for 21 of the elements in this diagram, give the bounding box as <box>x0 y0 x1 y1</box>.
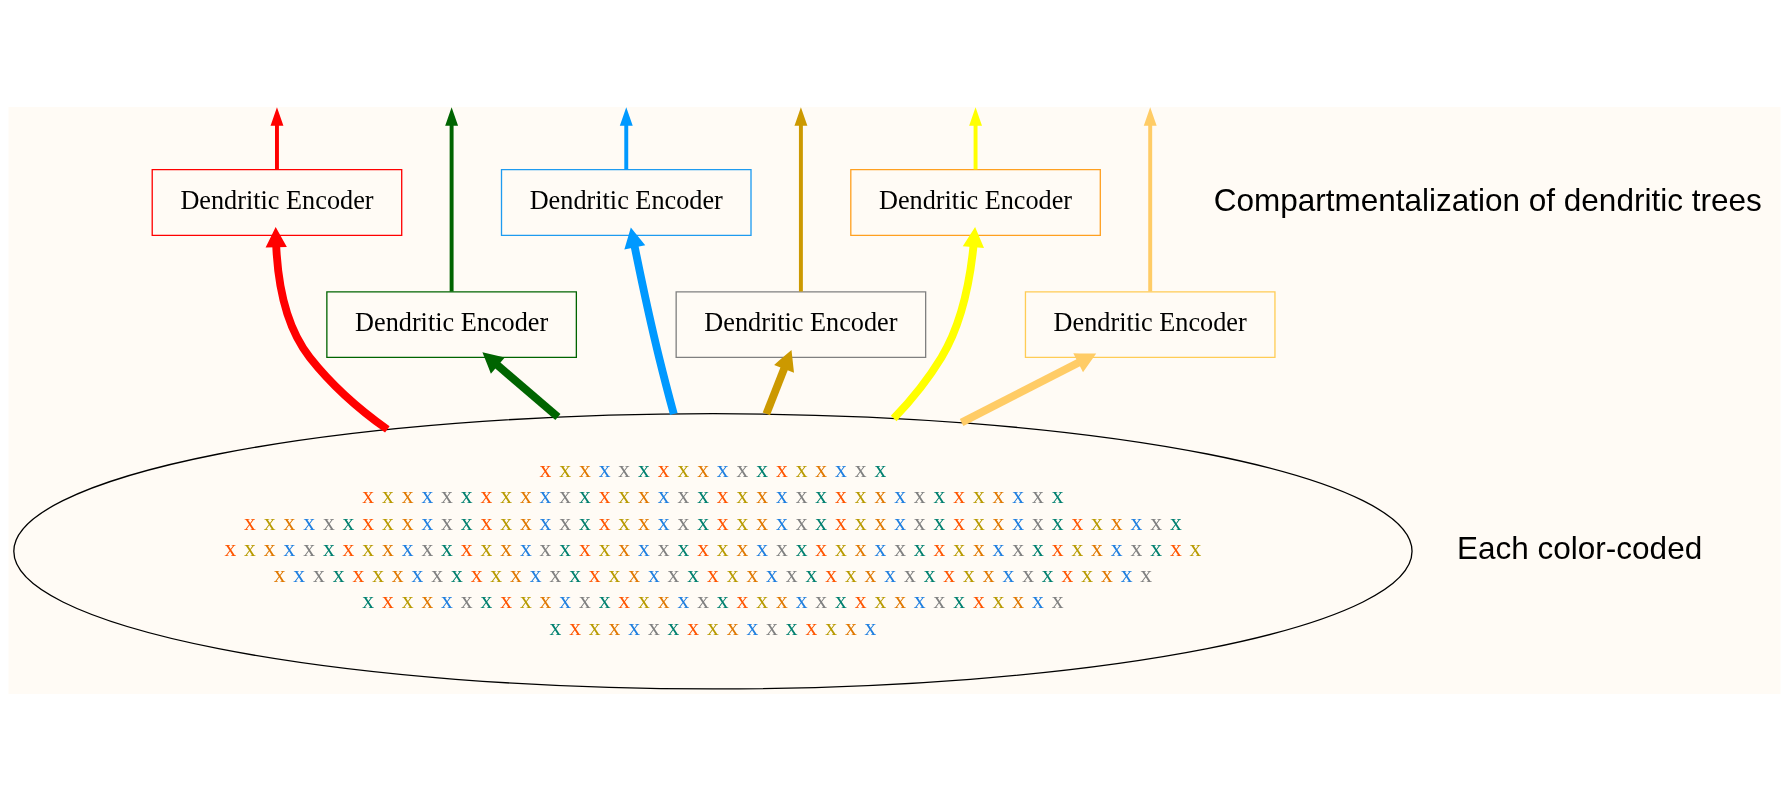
arrow <box>270 106 284 169</box>
arrow <box>445 106 459 291</box>
node-box: Dendritic Encoder <box>1024 290 1276 358</box>
arrow <box>619 106 633 169</box>
arrow <box>624 226 678 415</box>
arrow <box>969 106 982 169</box>
arrow <box>890 226 984 421</box>
node-box: Dendritic Encoder <box>326 290 577 358</box>
node-box: Dendritic Encoder <box>675 290 927 358</box>
arrow <box>794 106 808 291</box>
arrow <box>959 352 1097 426</box>
node-box: Dendritic Encoder <box>151 168 403 236</box>
node-ellipse: x x x x x x x x x x x x x x x x x x x x x x x x x x x x x x x x x x x x x x x x x x x x x x x x x x x x x x x x x x x x x x x x x x x x x x x x x x x x x x x x x x x x x x x x x x x x x x x x x x x x x x x x x x x x x x x x x x x x x x x x x x x x x x x x x x x x x x x x x x x x x x x x x x x x x x x x x x x x x x x x x x x x x x x x x x x x x x x x x x x x x x x x x x x x x x x x x x x x x x x x x x x x x x x x x x x x x x x x x x x x x x x x x x x x x x x x x x x x x x x x x x x x x x x x x x <box>13 412 1413 690</box>
node-box: Dendritic Encoder <box>500 168 752 236</box>
node-box: Dendritic Encoder <box>850 168 1101 236</box>
arrow <box>1143 106 1157 291</box>
label: Each color-coded <box>1457 529 1703 566</box>
arrow <box>762 349 794 415</box>
label: Compartmentalization of dendritic trees <box>1213 181 1762 218</box>
arrow <box>482 351 561 420</box>
arrow <box>265 226 390 433</box>
